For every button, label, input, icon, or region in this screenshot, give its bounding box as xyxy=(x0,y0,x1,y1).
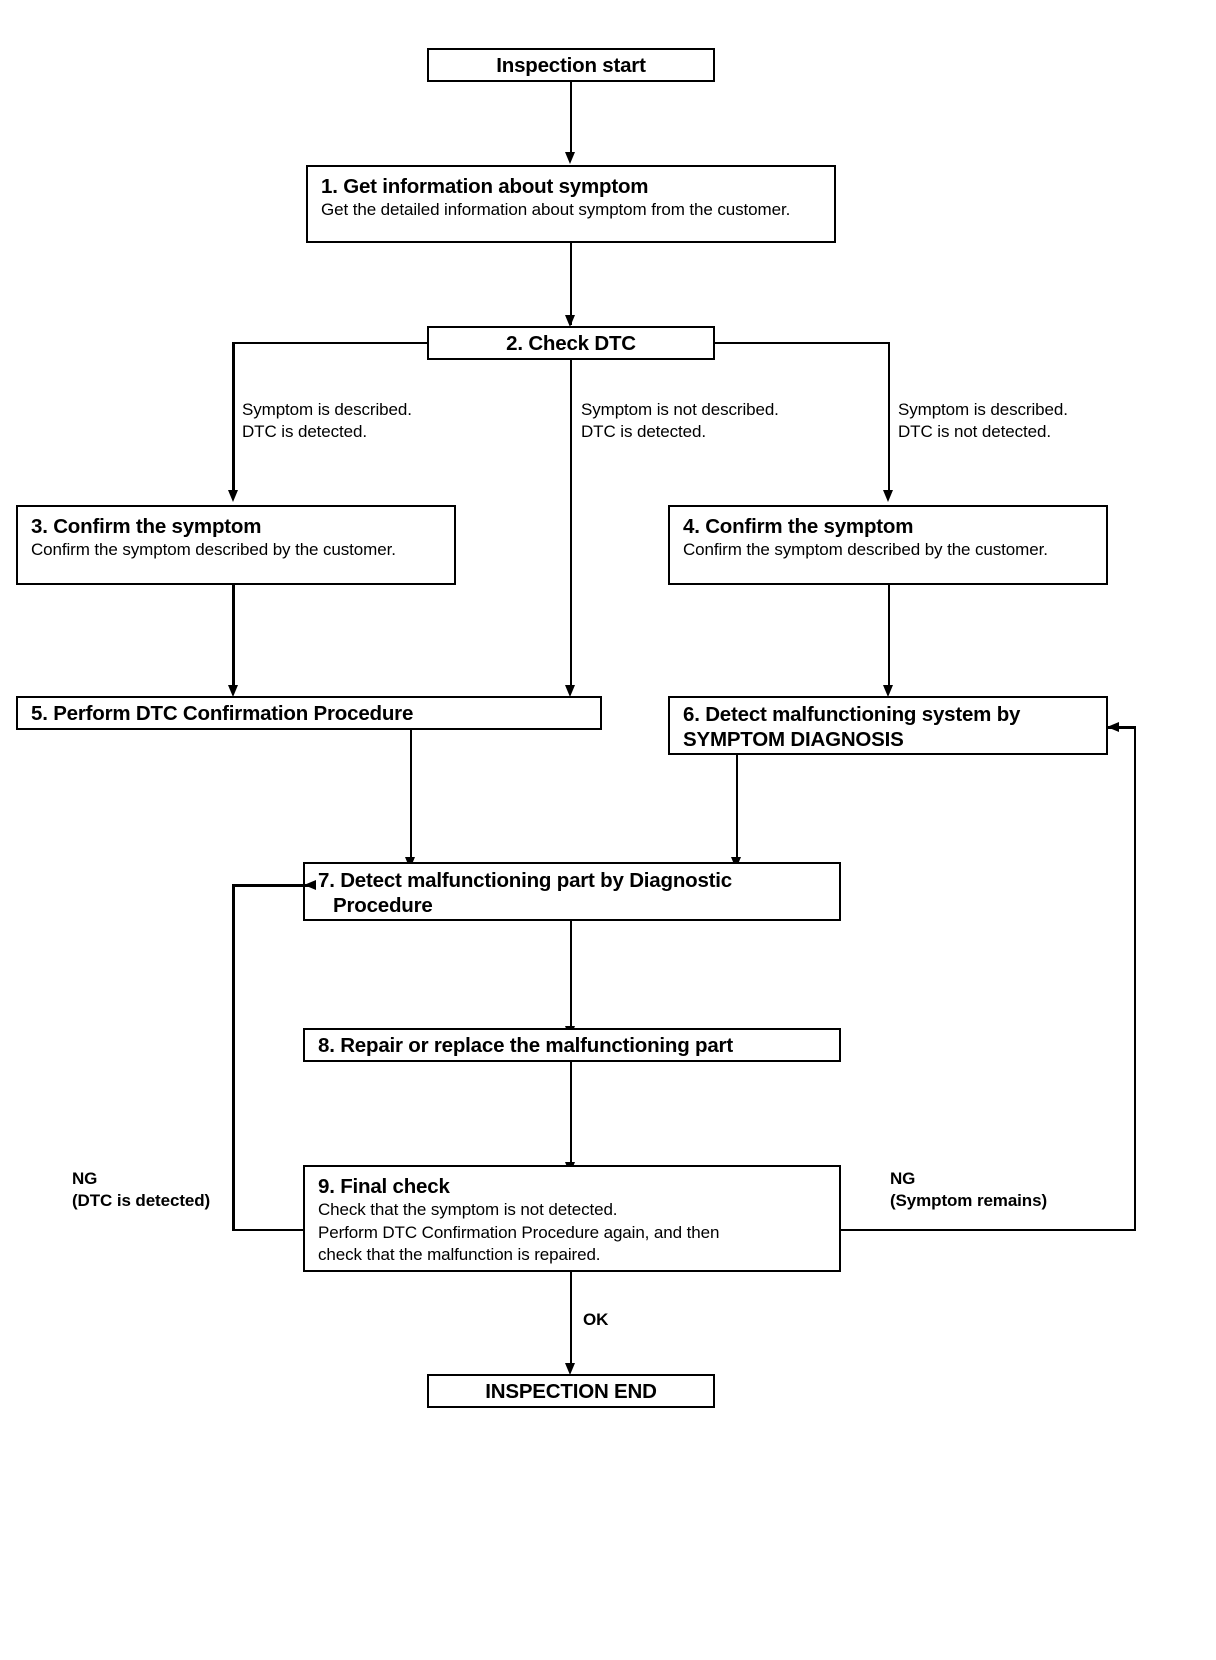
edge-label-branch-left-line1: Symptom is described. xyxy=(242,400,412,419)
node-inspection-end-label: INSPECTION END xyxy=(485,1379,657,1403)
edge-step5-to-step7 xyxy=(409,730,412,862)
node-step-4: 4. Confirm the symptom Confirm the sympt… xyxy=(668,505,1108,585)
node-step-7: 7. Detect malfunctioning part by Diagnos… xyxy=(303,862,841,921)
edge-label-branch-middle-line2: DTC is detected. xyxy=(581,422,707,441)
node-step-9: 9. Final check Check that the symptom is… xyxy=(303,1165,841,1272)
arrowhead-step1-to-step2 xyxy=(565,315,575,327)
edge-step9-ng-left-vertical xyxy=(232,884,235,1230)
node-step-2-title: 2. Check DTC xyxy=(506,331,636,355)
node-step-4-body: Confirm the symptom described by the cus… xyxy=(683,540,1048,559)
node-step-2: 2. Check DTC xyxy=(427,326,715,360)
edge-step6-to-step7 xyxy=(735,755,738,862)
edge-step2-to-step4 xyxy=(887,341,890,494)
edge-step9-to-end xyxy=(569,1272,572,1370)
node-step-3: 3. Confirm the symptom Confirm the sympt… xyxy=(16,505,456,585)
edge-label-ng-left-line1: NG xyxy=(72,1169,98,1188)
node-step-4-title: 4. Confirm the symptom xyxy=(683,515,914,538)
edge-label-branch-right-line2: DTC is not detected. xyxy=(898,422,1051,441)
node-inspection-start: Inspection start xyxy=(427,48,715,82)
edge-label-ng-right-line1: NG xyxy=(890,1169,916,1188)
node-step-6: 6. Detect malfunctioning system by SYMPT… xyxy=(668,696,1108,755)
node-step-5: 5. Perform DTC Confirmation Procedure xyxy=(16,696,602,730)
node-step-9-title: 9. Final check xyxy=(318,1175,450,1198)
edge-step4-to-step6 xyxy=(887,585,890,690)
node-step-8-title: 8. Repair or replace the malfunctioning … xyxy=(318,1034,733,1057)
node-step-9-body-line3: check that the malfunction is repaired. xyxy=(318,1245,601,1264)
edge-label-branch-middle-line1: Symptom is not described. xyxy=(581,400,779,419)
edge-step2-branch-right-horizontal xyxy=(713,341,890,344)
edge-step9-ng-right-return xyxy=(1108,726,1136,729)
edge-step9-ng-left-return xyxy=(232,884,316,887)
edge-step9-ng-right-vertical xyxy=(1133,726,1136,1231)
arrowhead-step2-to-step3 xyxy=(227,490,238,502)
edge-step7-to-step8 xyxy=(569,921,572,1031)
edge-step8-to-step9 xyxy=(569,1062,572,1167)
edge-step2-to-step3 xyxy=(232,341,235,494)
arrowhead-start-to-step1 xyxy=(565,152,575,164)
node-inspection-end: INSPECTION END xyxy=(427,1374,715,1408)
node-step-9-body-line1: Check that the symptom is not detected. xyxy=(318,1200,618,1219)
edge-step1-to-step2 xyxy=(569,243,572,325)
node-step-5-title: 5. Perform DTC Confirmation Procedure xyxy=(31,702,414,725)
edge-step9-ng-right-horizontal xyxy=(839,1228,1136,1231)
edge-step2-to-step5 xyxy=(569,360,572,690)
node-step-1-body: Get the detailed information about sympt… xyxy=(321,200,791,219)
arrowhead-ng-left-to-step7 xyxy=(304,879,316,890)
node-step-3-body: Confirm the symptom described by the cus… xyxy=(31,540,396,559)
arrowhead-step3-to-step5 xyxy=(227,685,238,697)
edge-label-ok: OK xyxy=(583,1310,609,1329)
edge-step3-to-step5 xyxy=(232,585,235,690)
node-step-9-body-line2: Perform DTC Confirmation Procedure again… xyxy=(318,1222,720,1242)
node-step-1-title: 1. Get information about symptom xyxy=(321,175,649,198)
edge-label-branch-left-line2: DTC is detected. xyxy=(242,422,368,441)
node-step-8: 8. Repair or replace the malfunctioning … xyxy=(303,1028,841,1062)
node-step-3-title: 3. Confirm the symptom xyxy=(31,515,262,538)
edge-label-ng-left-line2: (DTC is detected) xyxy=(72,1191,211,1210)
node-step-6-title: 6. Detect malfunctioning system by SYMPT… xyxy=(683,703,1021,751)
edge-step2-branch-left-horizontal xyxy=(232,341,429,344)
arrowhead-step4-to-step6 xyxy=(883,685,893,697)
node-step-1: 1. Get information about symptom Get the… xyxy=(306,165,836,243)
node-inspection-start-label: Inspection start xyxy=(496,53,646,77)
edge-start-to-step1 xyxy=(569,82,572,154)
edge-step9-ng-left-horizontal xyxy=(232,1228,305,1231)
arrowhead-step2-to-step4 xyxy=(883,490,893,502)
edge-label-branch-right-line1: Symptom is described. xyxy=(898,400,1068,419)
arrowhead-step2-to-step5 xyxy=(565,685,575,697)
node-step-7-title: 7. Detect malfunctioning part by Diagnos… xyxy=(318,869,732,917)
arrowhead-ng-right-to-step6 xyxy=(1107,721,1119,732)
edge-label-ng-right-line2: (Symptom remains) xyxy=(890,1191,1048,1210)
arrowhead-step9-to-end xyxy=(565,1363,575,1375)
